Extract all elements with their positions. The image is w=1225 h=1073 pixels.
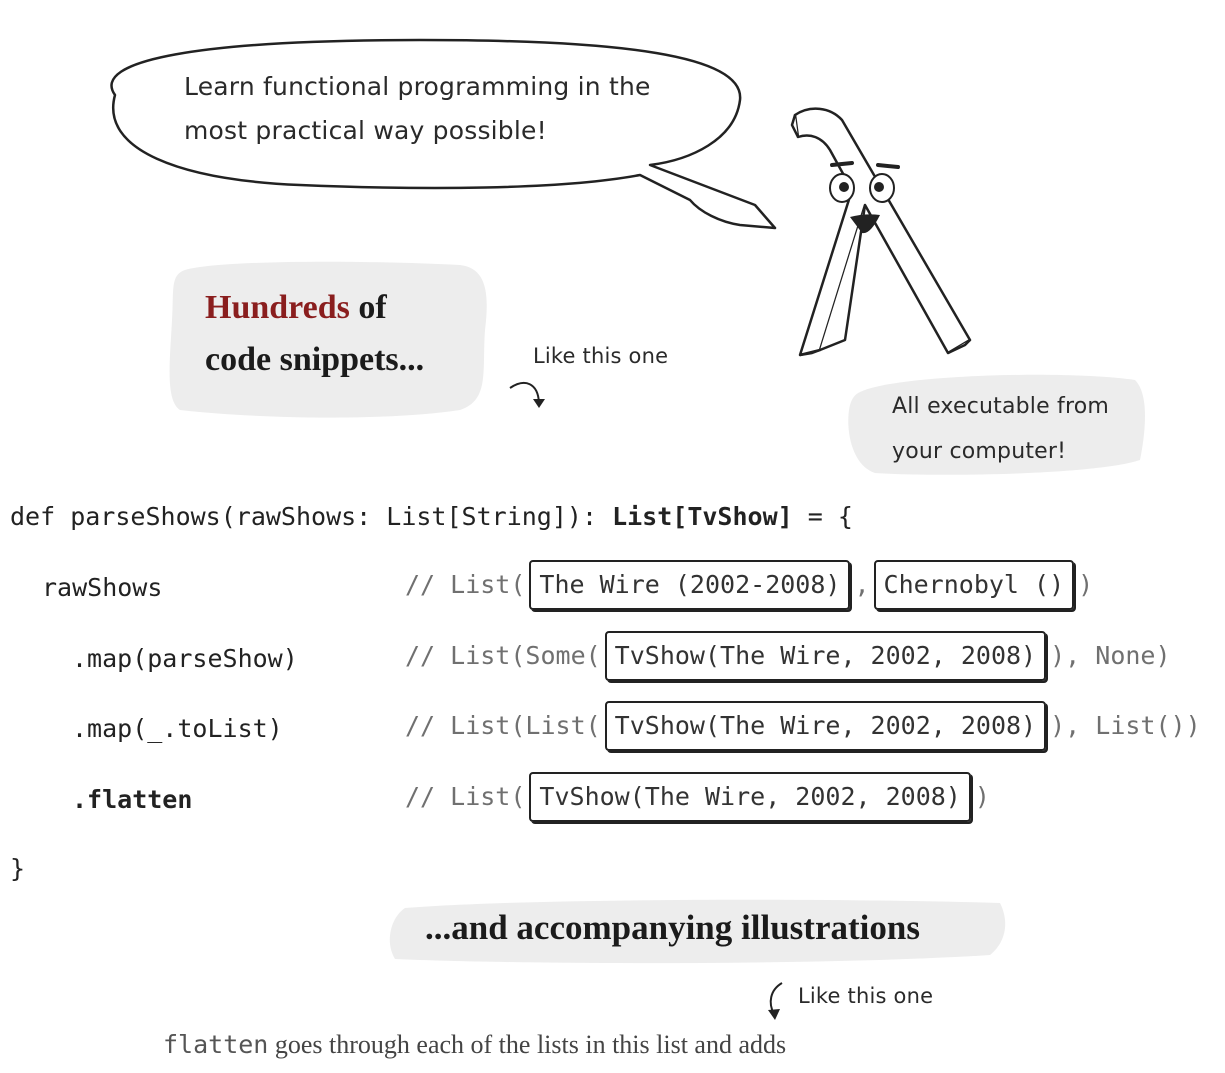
- code-comment-map-parseshow: // List(Some(TvShow(The Wire, 2002, 2008…: [405, 631, 1171, 681]
- code-closing-brace: }: [10, 854, 26, 883]
- snippets-line1-rest: of: [349, 289, 387, 326]
- snippets-callout-text: Hundreds of code snippets...: [205, 282, 424, 386]
- mascot-eyes: [829, 161, 900, 203]
- value-box: The Wire (2002-2008): [529, 560, 851, 610]
- like-this-one-note-bottom: Like this one: [798, 984, 934, 1008]
- illustrations-callout-text: ...and accompanying illustrations: [425, 908, 920, 947]
- flatten-description: flatten goes through each of the lists i…: [163, 1030, 786, 1060]
- comment-pre: // List(Some(: [405, 641, 601, 670]
- comment-post: ): [1078, 570, 1094, 599]
- executable-callout-text: All executable from your computer!: [892, 384, 1109, 474]
- code-line-map-tolist: .map(_.toList): [72, 714, 283, 743]
- value-box: TvShow(The Wire, 2002, 2008): [529, 772, 971, 822]
- code-signature: def parseShows(rawShows: List[String]): …: [10, 500, 853, 534]
- value-box: TvShow(The Wire, 2002, 2008): [604, 631, 1047, 681]
- flatten-description-rest: goes through each of the lists in this l…: [268, 1030, 787, 1059]
- like-this-one-note-top: Like this one: [533, 344, 669, 368]
- executable-line2: your computer!: [892, 439, 1067, 464]
- speech-line-1: Learn functional programming in the: [184, 72, 651, 101]
- snippets-callout-bg: [169, 261, 487, 418]
- comment-pre: // List(: [405, 782, 526, 811]
- code-line-flatten: .flatten: [72, 785, 193, 814]
- comment-separator: ,: [854, 570, 870, 599]
- flatten-code-word: flatten: [163, 1030, 269, 1059]
- signature-prefix: def parseShows(rawShows: List[String]):: [10, 502, 613, 531]
- value-box: Chernobyl (): [873, 560, 1075, 610]
- comment-post: ), List()): [1050, 711, 1201, 740]
- comment-post: ): [974, 782, 990, 811]
- snippets-line2: code snippets...: [205, 341, 425, 378]
- curved-arrow-down-icon: [768, 982, 783, 1020]
- illustrations-callout-bg: [389, 899, 1006, 964]
- executable-line1: All executable from: [892, 394, 1110, 419]
- comment-pre: // List(: [405, 570, 526, 599]
- comment-post: ), None): [1050, 641, 1171, 670]
- executable-callout-bg: [848, 374, 1145, 475]
- signature-suffix: = {: [792, 502, 853, 531]
- curved-arrow-down-icon: [509, 382, 545, 408]
- comment-pre: // List(List(: [405, 711, 601, 740]
- speech-line-2: most practical way possible!: [184, 116, 547, 145]
- lambda-mascot-icon: [790, 107, 972, 357]
- signature-return-type: List[TvShow]: [612, 502, 793, 531]
- code-comment-rawshows: // List(The Wire (2002-2008),Chernobyl (…: [405, 560, 1093, 610]
- code-line-map-parseshow: .map(parseShow): [72, 644, 298, 673]
- hundreds-word: Hundreds: [205, 289, 350, 326]
- code-comment-flatten: // List(TvShow(The Wire, 2002, 2008)): [405, 772, 990, 822]
- speech-bubble: [110, 38, 777, 230]
- value-box: TvShow(The Wire, 2002, 2008): [604, 701, 1047, 751]
- code-line-rawshows: rawShows: [42, 573, 163, 602]
- code-comment-map-tolist: // List(List(TvShow(The Wire, 2002, 2008…: [405, 701, 1201, 751]
